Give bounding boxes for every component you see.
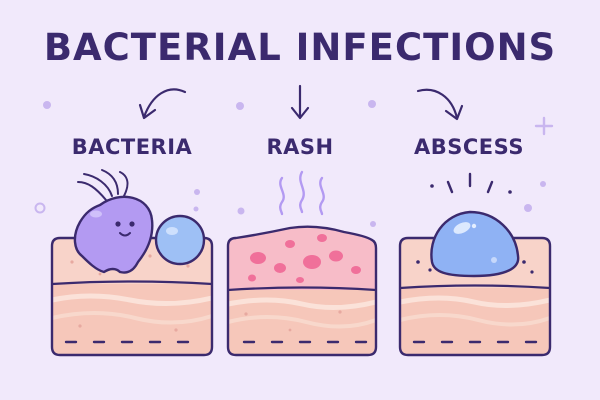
skin-pores (244, 310, 342, 332)
rash-spots-icon (248, 234, 361, 283)
label-rash: RASH (266, 135, 333, 159)
panel-bacteria (50, 169, 214, 357)
sparkle-icon (534, 116, 554, 136)
label-bacteria: BACTERIA (72, 135, 193, 159)
panel-rash (226, 170, 378, 357)
bacterium-icon (73, 169, 154, 274)
down-arrow-icon (290, 84, 310, 120)
curved-arrow-right-icon (416, 88, 464, 121)
curved-arrow-left-icon (138, 88, 187, 120)
skin-block-rash (226, 225, 378, 357)
panel-abscess (398, 172, 552, 357)
abscess-bubble-icon (430, 210, 520, 278)
bubble-icon (154, 214, 206, 266)
page-title: BACTERIAL INFECTIONS (44, 26, 556, 69)
skin-pores (70, 254, 190, 332)
radiating-lines-icon (430, 172, 512, 194)
decorative-dots (34, 100, 546, 227)
label-abscess: ABSCESS (414, 135, 524, 159)
heat-waves-icon (279, 170, 325, 216)
skin-dots (416, 260, 534, 274)
